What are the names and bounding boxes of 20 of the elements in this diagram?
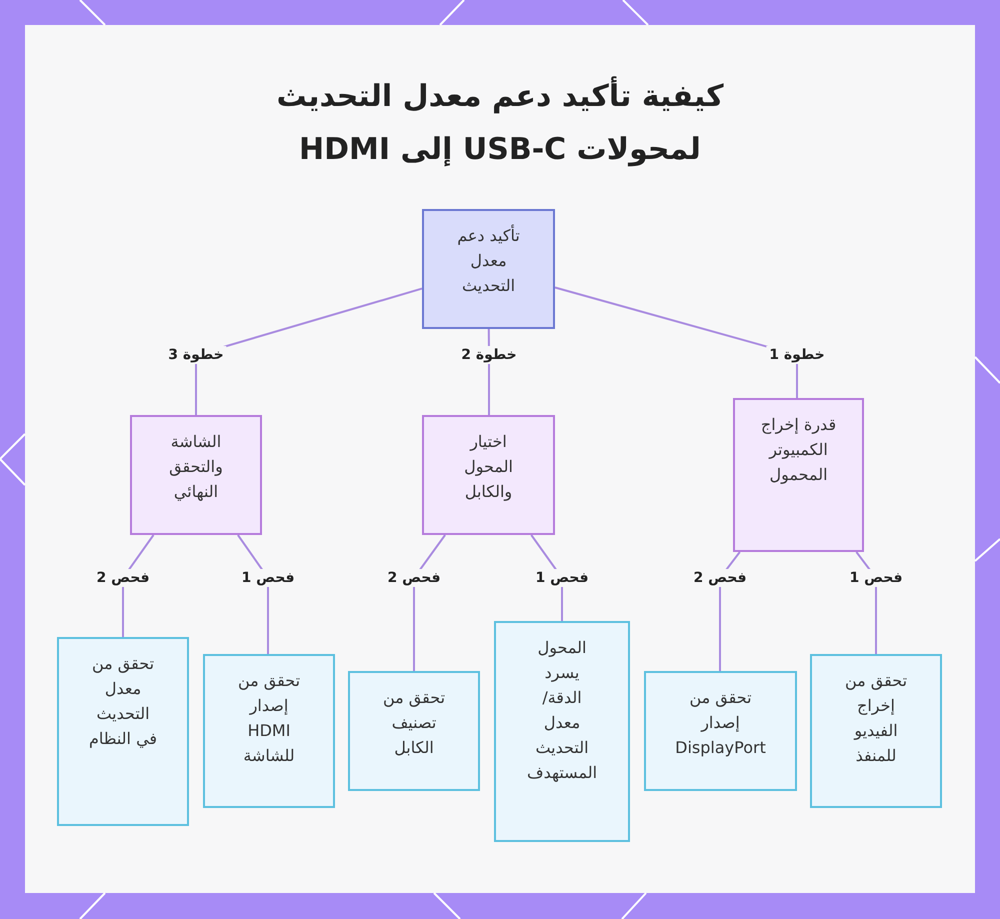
- connector-line: [530, 534, 563, 621]
- step-box: قدرة إخراج الكمبيوتر المحمول: [733, 398, 864, 552]
- connector-line: [413, 534, 446, 671]
- detail-box: تحقق من إخراج الفيديو للمنفذ: [810, 654, 942, 808]
- connector-line: [122, 534, 154, 637]
- connector-line: [488, 329, 490, 415]
- detail-box: تحقق من إصدار HDMI للشاشة: [203, 654, 335, 808]
- connector-line: [237, 534, 269, 654]
- detail-box: تحقق من معدل التحديث في النظام: [57, 637, 189, 826]
- detail-box: تحقق من تصنيف الكابل: [348, 671, 480, 791]
- connector-line: [195, 288, 422, 415]
- connector-line: [856, 551, 877, 654]
- connector-line: [719, 551, 741, 671]
- detail-box: المحول يسرد الدقة/ معدل التحديث المستهدف: [494, 621, 630, 842]
- connector-line: [554, 286, 798, 398]
- title: كيفية تأكيد دعم معدل التحديث لمحولات USB-C إلى HDMI: [230, 70, 770, 176]
- step-box: الشاشة والتحقق النهائي: [130, 415, 262, 535]
- step-box: اختيار المحول والكابل: [422, 415, 555, 535]
- detail-box: تحقق من إصدار DisplayPort: [644, 671, 797, 791]
- topic-box: تأكيد دعم معدل التحديث: [422, 209, 555, 329]
